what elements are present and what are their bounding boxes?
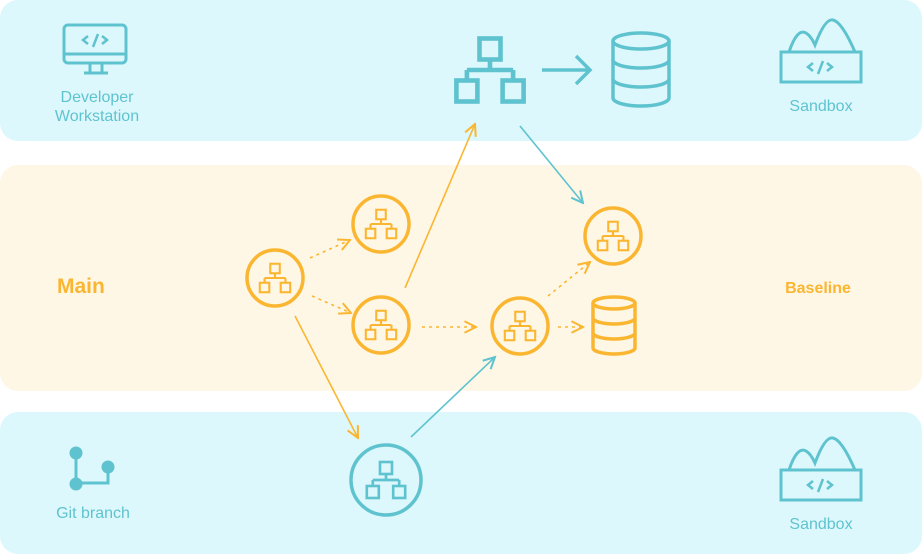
edge-main-to-branch — [294, 315, 358, 438]
arrow-right-icon — [542, 54, 593, 86]
edge-main-to-c — [311, 295, 351, 313]
sandbox-bottom-label: Sandbox — [789, 516, 852, 533]
edge-main-to-b — [309, 240, 350, 259]
git-branch-label: Git branch — [56, 505, 130, 522]
database-icon — [591, 295, 637, 356]
developer-workstation-label-1: Developer — [61, 89, 135, 106]
connectors — [294, 124, 590, 438]
database-icon — [611, 31, 671, 108]
band-bottom — [0, 412, 922, 554]
edge-c-to-top — [404, 124, 475, 289]
node-e — [583, 206, 643, 266]
node-c — [351, 295, 411, 355]
sandbox-icon — [779, 436, 863, 502]
edge-top-to-e — [519, 125, 583, 203]
node-main — [245, 248, 305, 308]
developer-workstation-label-2: Workstation — [55, 108, 139, 125]
node-b — [351, 194, 411, 254]
band-top — [0, 0, 922, 141]
node-branch — [349, 443, 423, 517]
baseline-label: Baseline — [785, 280, 851, 297]
sandbox-top-label: Sandbox — [789, 98, 852, 115]
node-d — [490, 296, 550, 356]
git-branch-icon — [69, 446, 115, 491]
edge-branch-to-d — [410, 357, 495, 438]
band-main — [0, 165, 922, 391]
edge-d-to-e — [547, 262, 590, 297]
monitor-code-icon — [62, 23, 128, 75]
main-label: Main — [57, 275, 105, 298]
sandbox-icon — [779, 18, 863, 84]
